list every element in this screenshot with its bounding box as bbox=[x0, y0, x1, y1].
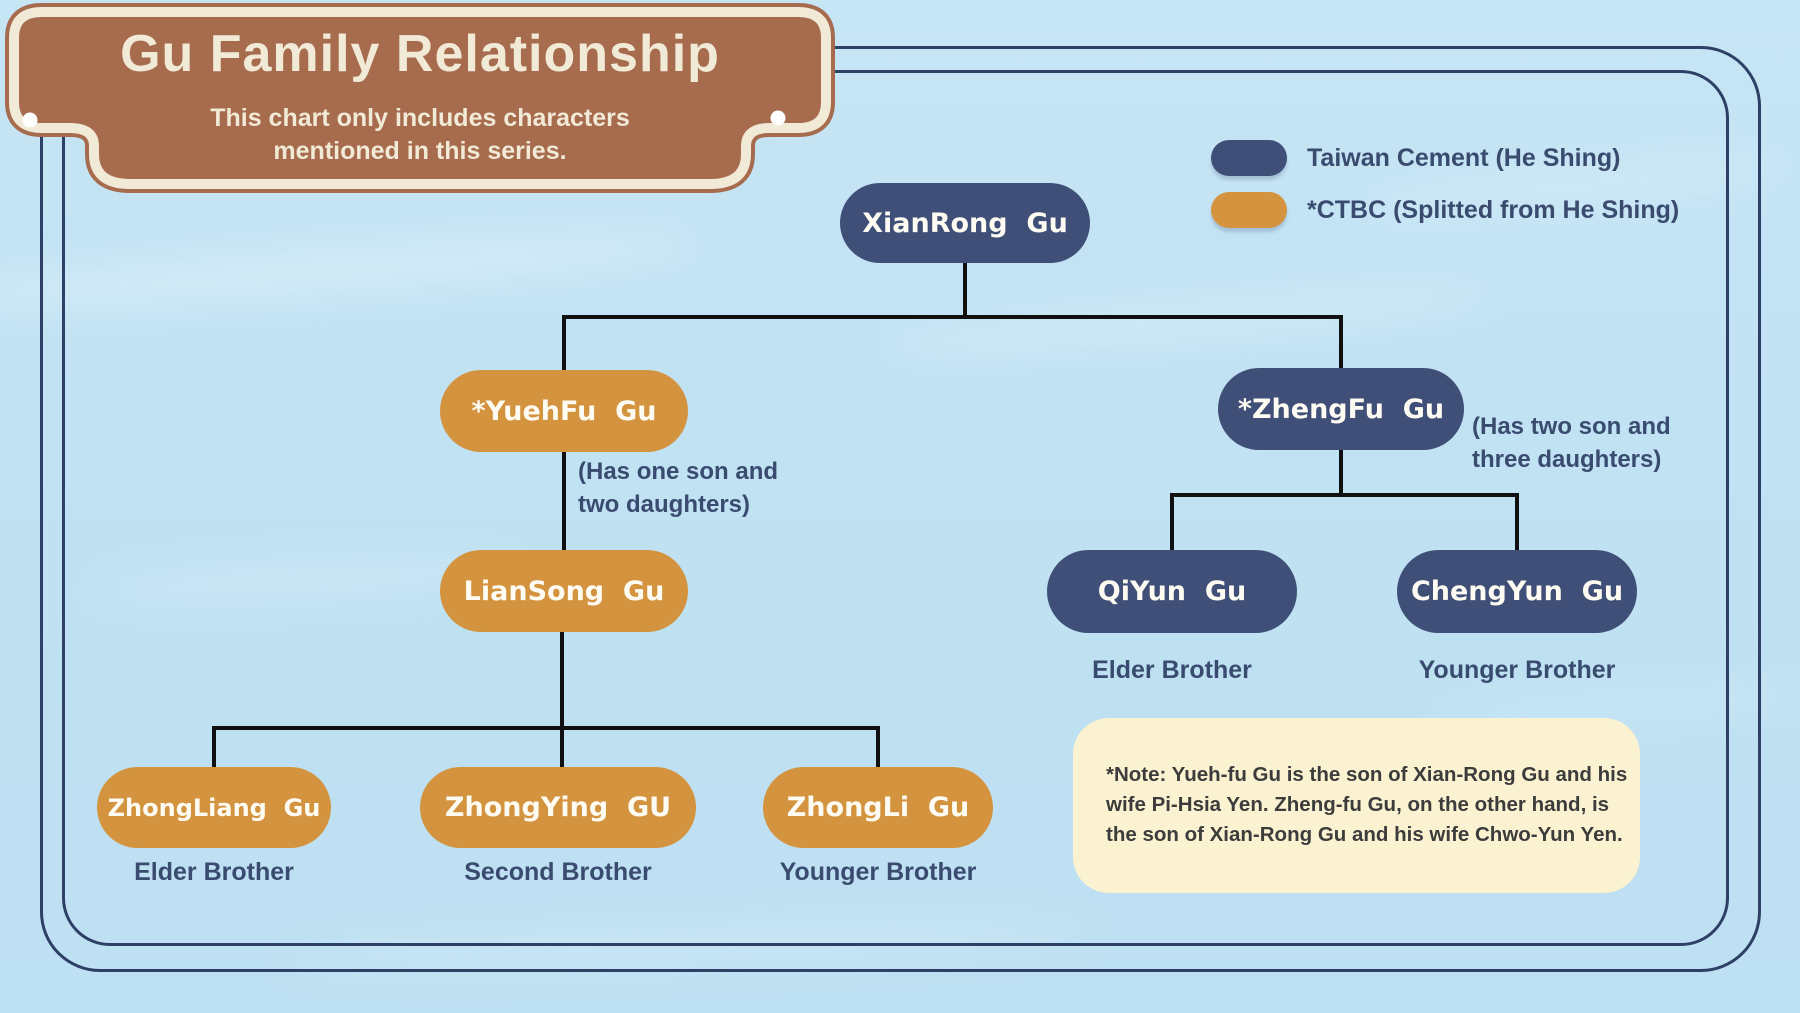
note-line: (Has one son and bbox=[578, 458, 779, 485]
plaque-cream-ring bbox=[9, 7, 831, 189]
node-yuehfu-gu: *YuehFu Gu bbox=[440, 370, 688, 452]
connector-line bbox=[562, 315, 566, 373]
node-chengyun-gu: ChengYun Gu bbox=[1397, 550, 1637, 633]
page-subtitle-line2: mentioned in this series. bbox=[273, 137, 567, 165]
legend-item-taiwan-cement: Taiwan Cement (He Shing) bbox=[1211, 140, 1620, 176]
footnote-line: wife Pi-Hsia Yen. Zheng-fu Gu, on the ot… bbox=[1106, 793, 1610, 816]
connector-line bbox=[963, 262, 967, 318]
connector-line bbox=[876, 726, 880, 769]
legend-swatch-ctbc bbox=[1211, 192, 1287, 228]
note-line: two daughters) bbox=[578, 491, 750, 518]
node-zhongli-gu: ZhongLi Gu bbox=[763, 767, 993, 848]
relation-label-chengyun: Younger Brother bbox=[1418, 656, 1616, 684]
connector-line bbox=[212, 726, 880, 730]
legend-label-taiwan-cement: Taiwan Cement (He Shing) bbox=[1307, 143, 1621, 172]
relation-label-zhongliang: Elder Brother bbox=[134, 858, 294, 886]
relation-label-zhongli: Younger Brother bbox=[779, 858, 977, 886]
node-qiyun-gu: QiYun Gu bbox=[1047, 550, 1297, 633]
note-line: three daughters) bbox=[1472, 446, 1662, 473]
connector-line bbox=[1515, 493, 1519, 552]
frame-outer-border bbox=[40, 46, 1761, 972]
node-zhengfu-gu: *ZhengFu Gu bbox=[1218, 368, 1464, 450]
zhengfu-children-note: (Has two son and three daughters) bbox=[1472, 410, 1671, 476]
relation-label-qiyun: Elder Brother bbox=[1092, 656, 1252, 684]
footnote-line: the son of Xian-Rong Gu and his wife Chw… bbox=[1106, 823, 1623, 846]
plaque-shape bbox=[5, 3, 835, 193]
page-title: Gu Family Relationship bbox=[120, 25, 720, 83]
frame-inner-border bbox=[62, 70, 1729, 946]
connector-line bbox=[562, 315, 1343, 319]
connector-line bbox=[1339, 315, 1343, 371]
node-zhongliang-gu: ZhongLiang Gu bbox=[97, 767, 331, 848]
plaque-nail-right bbox=[770, 110, 786, 126]
footnote-line: *Note: Yueh-fu Gu is the son of Xian-Ron… bbox=[1106, 763, 1628, 786]
legend-label-ctbc: *CTBC (Splitted from He Shing) bbox=[1307, 195, 1680, 224]
connector-line bbox=[560, 632, 564, 769]
connector-line bbox=[562, 452, 566, 552]
page-subtitle-line1: This chart only includes characters bbox=[210, 104, 630, 132]
yuehfu-children-note: (Has one son and two daughters) bbox=[578, 455, 778, 521]
legend-item-ctbc: *CTBC (Splitted from He Shing) bbox=[1211, 192, 1679, 228]
footnote-box: *Note: Yueh-fu Gu is the son of Xian-Ron… bbox=[1073, 718, 1640, 893]
connector-line bbox=[1170, 493, 1174, 552]
connector-line bbox=[1339, 450, 1343, 495]
plaque-nail-left bbox=[22, 112, 38, 128]
title-banner: Gu Family Relationship This chart only i… bbox=[4, 2, 836, 210]
node-xianrong-gu: XianRong Gu bbox=[840, 183, 1090, 263]
node-zhongying-gu: ZhongYing GU bbox=[420, 767, 696, 848]
note-line: (Has two son and bbox=[1472, 413, 1671, 440]
relation-label-zhongying: Second Brother bbox=[464, 858, 652, 886]
legend-swatch-taiwan-cement bbox=[1211, 140, 1287, 176]
connector-line bbox=[212, 726, 216, 769]
connector-line bbox=[1170, 493, 1519, 497]
node-liansong-gu: LianSong Gu bbox=[440, 550, 688, 632]
